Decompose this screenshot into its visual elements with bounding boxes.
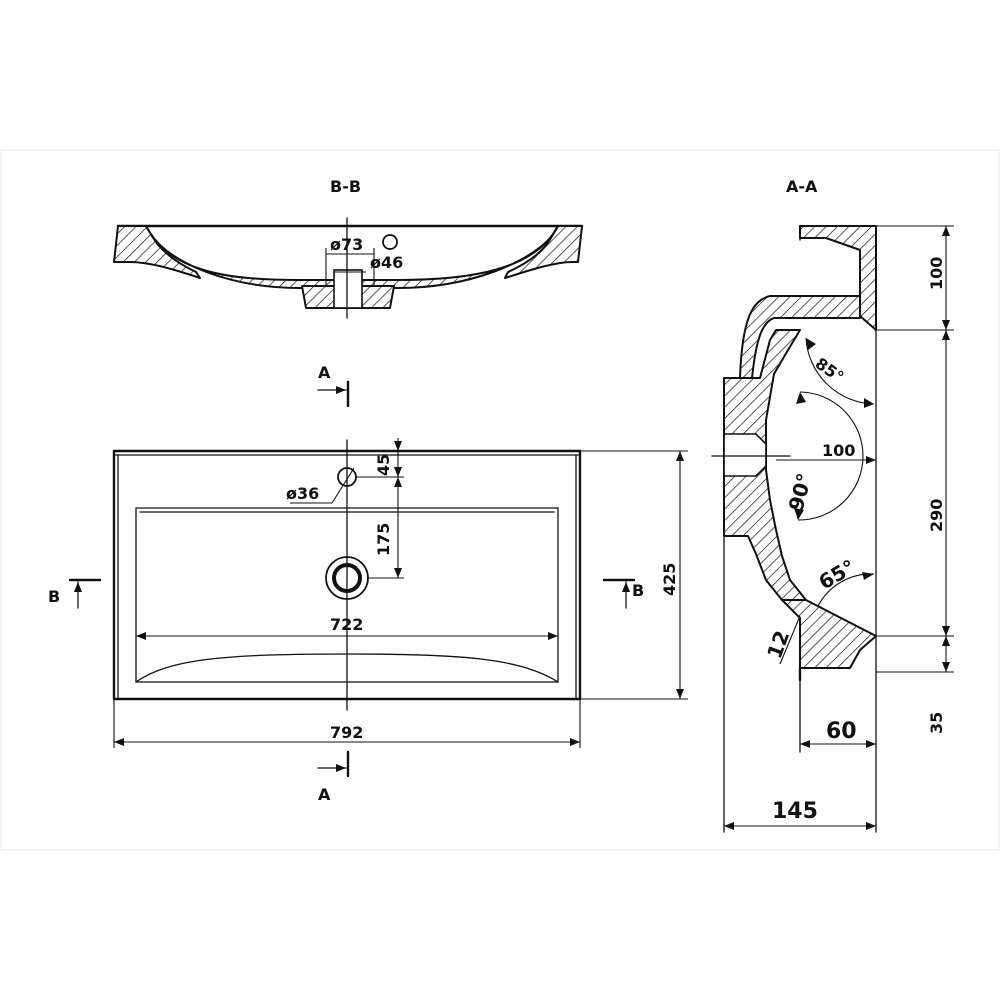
drawing-frame [0,149,1000,851]
section-bb-view: B-B ø73 ø46 [113,177,584,319]
cut-mark-a-bottom: A [318,785,331,804]
plan-view: A ø36 45 175 [48,363,688,804]
dim-total-width: 792 [330,723,363,742]
aa-upper-wall-section [739,295,861,379]
dim-tap-hole: ø36 [286,484,319,503]
dim-overflow-depth: 100 [822,441,855,460]
dim-total-height: 145 [772,799,818,824]
dim-total-depth: 425 [660,563,679,596]
cut-mark-b-left: B [48,587,60,606]
bb-left-rim-section [113,225,201,279]
dim-drain-inner: ø46 [370,253,403,272]
dim-rim-height: 100 [927,257,946,290]
dim-wall-thickness: 12 [762,627,794,661]
cut-mark-a-top: A [318,363,331,382]
overflow-hole-icon [382,234,398,250]
cut-mark-b-right: B [632,581,644,600]
dim-drain-outer: ø73 [330,235,363,254]
bb-bowl-wall-section [145,225,559,289]
aa-floor-section [781,599,877,669]
bb-right-rim-section [504,225,583,279]
dim-bowl-width: 722 [330,615,363,634]
section-aa-view: A-A 100 290 35 100 [711,177,954,833]
dim-angle-mid: 90° [784,471,817,514]
section-bb-label: B-B [330,177,361,196]
dim-base-height: 35 [927,712,946,734]
dim-foot-width: 60 [826,719,857,744]
dim-angle-low: 65° [815,555,860,595]
dim-tap-offset: 45 [374,454,393,476]
dim-angle-top: 85° [812,354,848,387]
section-aa-label: A-A [786,177,818,196]
dim-bowl-depth: 290 [927,499,946,532]
dim-tap-to-drain: 175 [374,523,393,556]
